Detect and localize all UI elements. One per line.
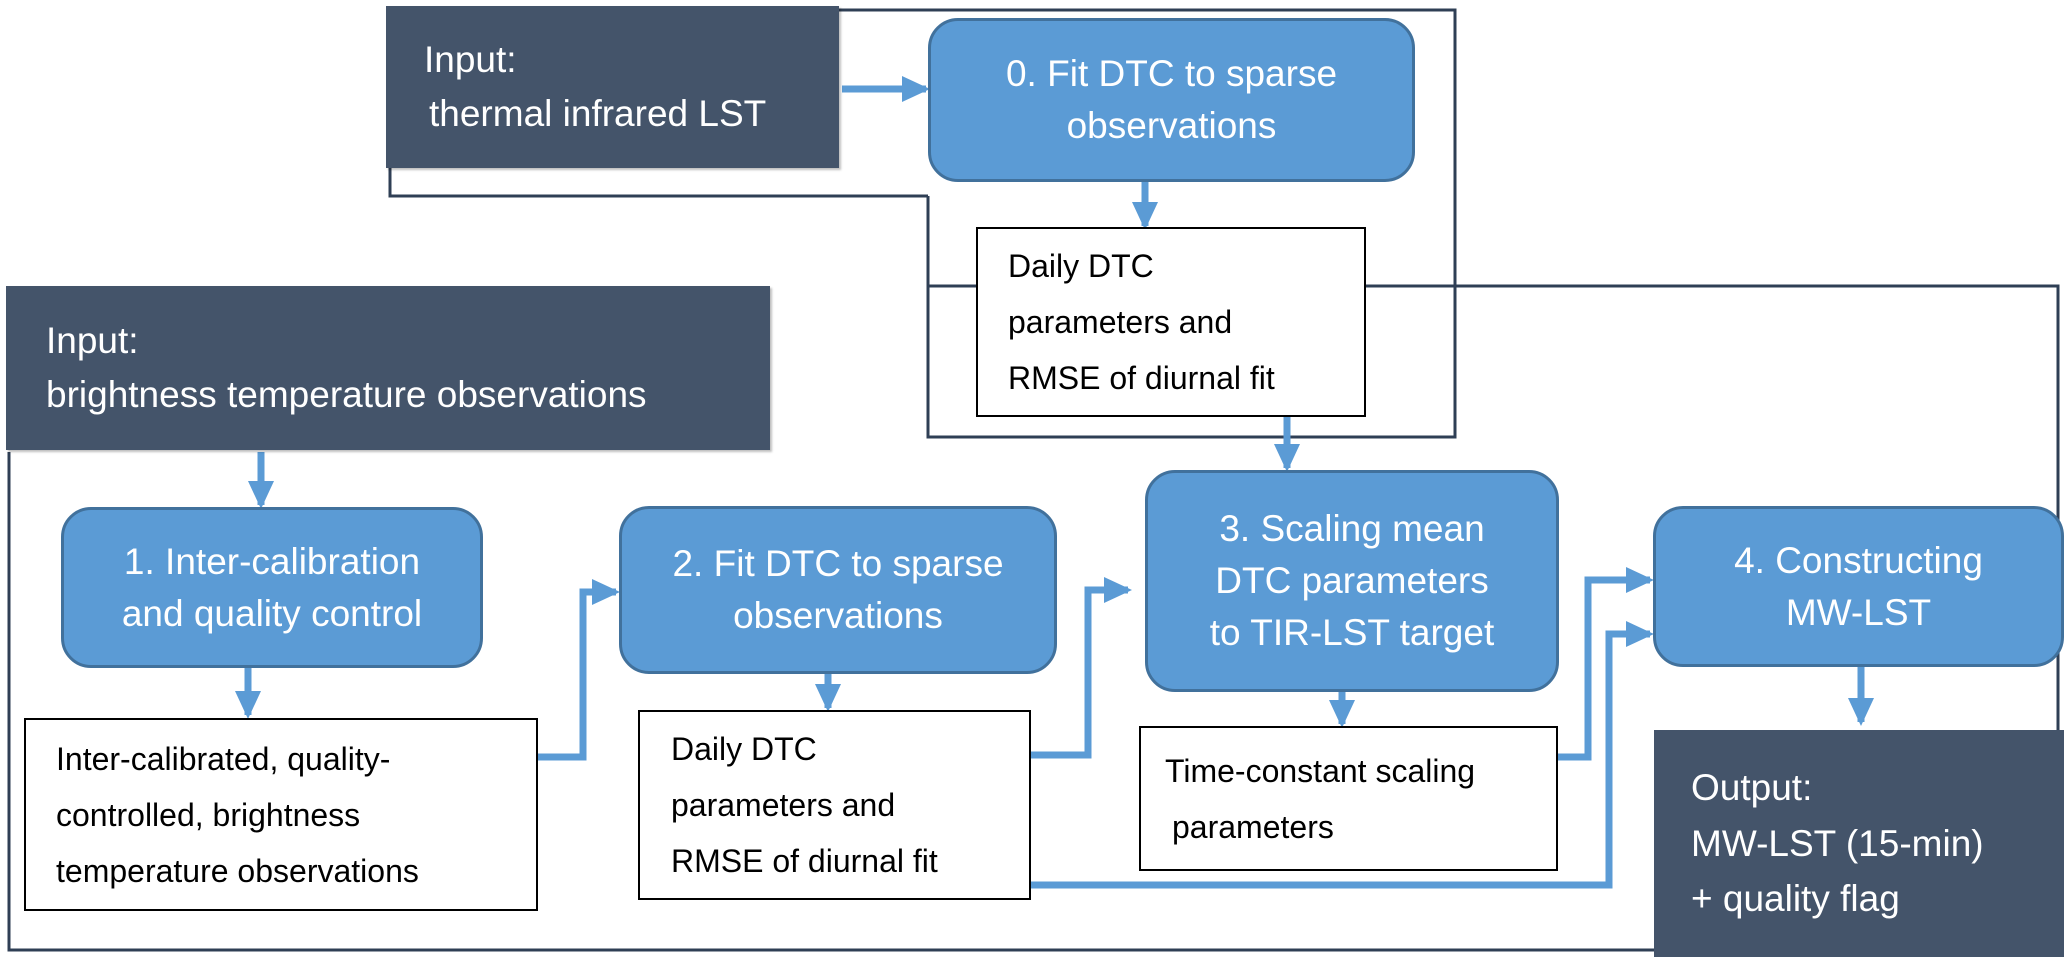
product-daily-dtc-mw: Daily DTC parameters and RMSE of diurnal… <box>638 710 1031 900</box>
arrow-daily-dtc-to-step3-mw <box>1030 577 1132 759</box>
product-daily-dtc-tir: Daily DTC parameters and RMSE of diurnal… <box>976 227 1366 417</box>
step-3-line-3: to TIR-LST target <box>1209 611 1495 653</box>
product-daily-dtc-mw-line-3: RMSE of diurnal fit <box>671 843 938 879</box>
step-4-line-2: MW-LST <box>1785 591 1932 633</box>
step-0-line-1: 0. Fit DTC to sparse <box>1005 53 1338 95</box>
product-daily-dtc-mw-line-1: Daily DTC <box>671 731 817 767</box>
product-daily-dtc-mw-line-2: parameters and <box>671 787 896 823</box>
input-brightness-temperature: Input: brightness temperature observatio… <box>6 286 770 450</box>
product-daily-dtc-tir-line-2: parameters and <box>1008 304 1233 340</box>
step-2-line-2: observations <box>733 595 943 636</box>
step-3-line-1: 3. Scaling mean <box>1219 508 1485 550</box>
step-2-line-1: 2. Fit DTC to sparse <box>672 543 1004 585</box>
product-scaling-parameters: Time-constant scaling parameters <box>1139 726 1558 871</box>
product-calibrated-brightness-temperature: Inter-calibrated, quality- controlled, b… <box>24 718 538 911</box>
step-1-line-1: 1. Inter-calibration <box>123 540 421 582</box>
step-0-line-2: observations <box>1066 105 1277 146</box>
step-4-constructing-mw-lst: 4. Constructing MW-LST <box>1653 506 2064 667</box>
mw-branch-outline-lower <box>7 452 1654 952</box>
product-scaling-line-1: Time-constant scaling <box>1165 752 1476 789</box>
product-calibrated-line-1: Inter-calibrated, quality- <box>56 740 391 777</box>
step-1-line-2: and quality control <box>121 592 423 634</box>
output-label: Output: <box>1691 767 1813 809</box>
tir-branch-outline <box>838 8 1457 196</box>
output-flag: + quality flag <box>1691 878 1900 920</box>
step-3-line-2: DTC parameters <box>1215 560 1489 602</box>
input-tb-label: Input: <box>46 320 139 362</box>
step-2-fit-dtc-mw: 2. Fit DTC to sparse observations <box>619 506 1057 674</box>
arrow-daily-dtc-to-step4 <box>1030 621 1654 889</box>
step-3-scaling-mean-dtc: 3. Scaling mean DTC parameters to TIR-LS… <box>1145 470 1559 692</box>
input-tir-text: thermal infrared LST <box>429 93 767 134</box>
output-mw-lst: Output: MW-LST (15-min) + quality flag <box>1654 730 2064 957</box>
step-1-inter-calibration: 1. Inter-calibration and quality control <box>61 507 483 668</box>
step-4-line-1: 4. Constructing <box>1734 539 1983 581</box>
tir-branch-outline-left <box>388 165 928 198</box>
input-tb-text: brightness temperature observations <box>46 374 647 415</box>
product-daily-dtc-tir-line-1: Daily DTC <box>1008 248 1154 284</box>
tir-branch-outline-lower <box>926 196 1457 439</box>
arrow-calibrated-to-step2 <box>537 579 620 761</box>
product-calibrated-line-3: temperature observations <box>56 852 419 889</box>
product-daily-dtc-tir-line-3: RMSE of diurnal fit <box>1008 360 1275 396</box>
product-calibrated-line-2: controlled, brightness <box>56 796 361 833</box>
product-scaling-line-2: parameters <box>1172 808 1334 845</box>
step-0-fit-dtc-tir: 0. Fit DTC to sparse observations <box>928 18 1415 182</box>
input-tir-label: Input: <box>424 39 517 81</box>
output-product: MW-LST (15-min) <box>1691 822 1984 864</box>
input-tir-lst: Input: thermal infrared LST <box>386 6 839 168</box>
arrow-scaling-to-step4 <box>1558 567 1654 761</box>
